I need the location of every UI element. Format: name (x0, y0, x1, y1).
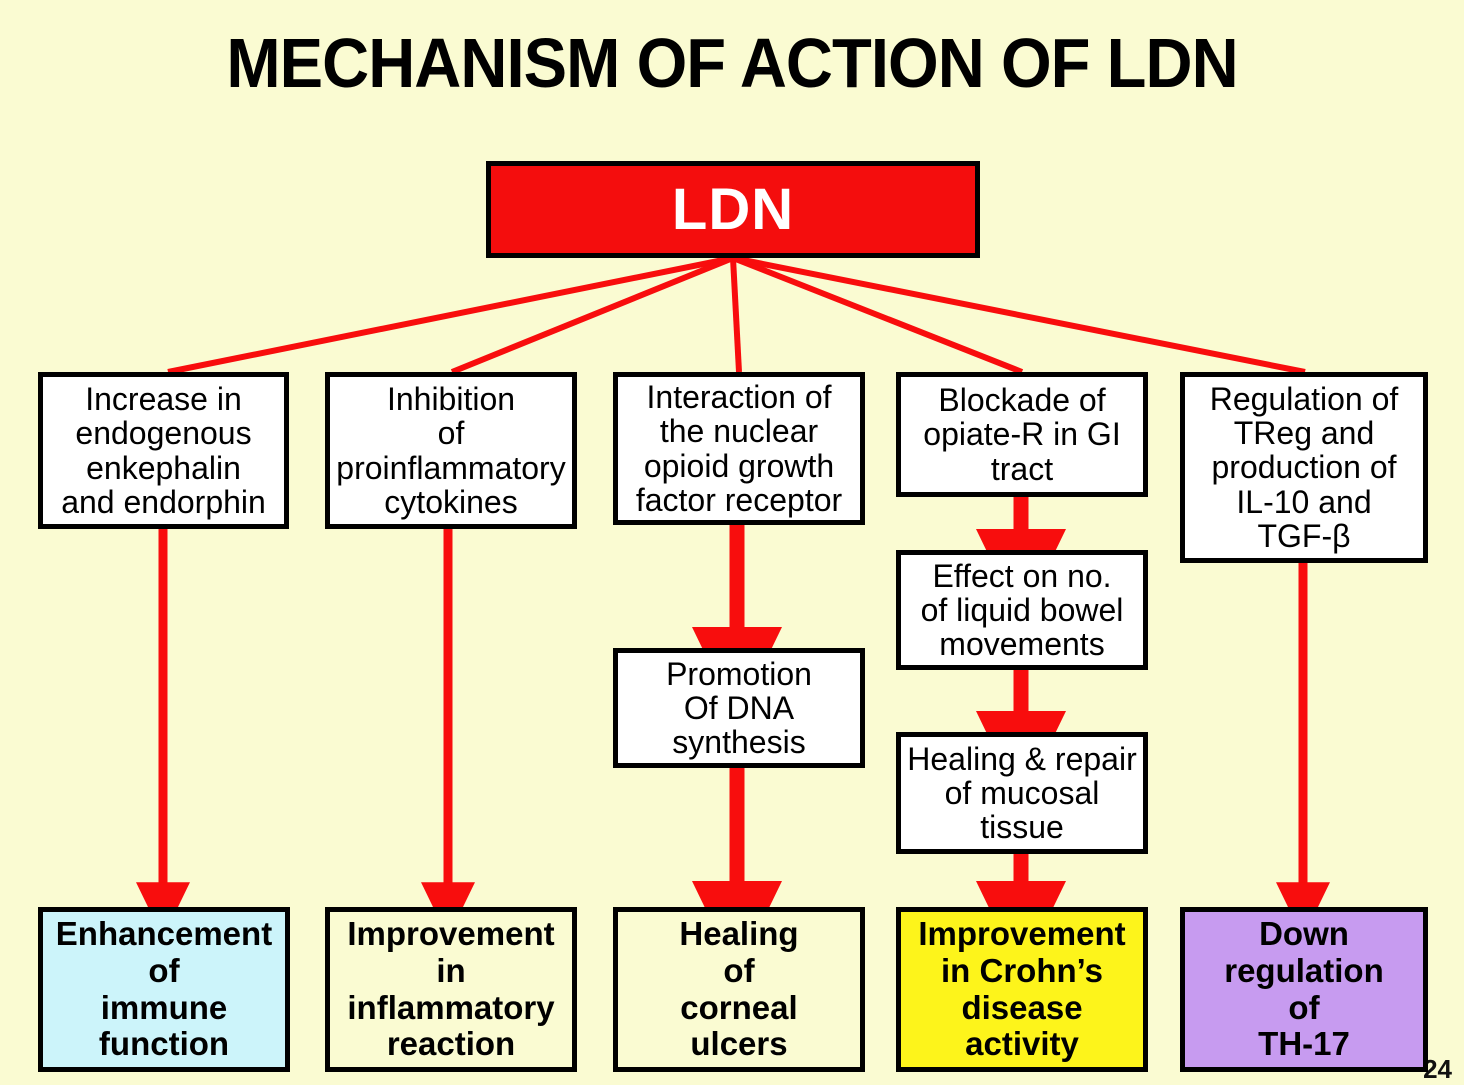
node-treg-regulation-label: Regulation of TReg and production of IL-… (1209, 380, 1399, 554)
node-opiate-r-blockade[interactable]: Blockade of opiate-R in GI tract (896, 372, 1148, 497)
node-corneal-ulcers-label: Healing of corneal ulcers (679, 914, 799, 1063)
node-ldn[interactable]: LDN (486, 161, 980, 258)
node-nuclear-ogf-receptor-label: Interaction of the nuclear opioid growth… (635, 379, 843, 518)
node-endogenous-enkephalin[interactable]: Increase in endogenous enkephalin and en… (38, 372, 289, 529)
node-endogenous-enkephalin-label: Increase in endogenous enkephalin and en… (61, 381, 266, 520)
node-liquid-bowel-movements[interactable]: Effect on no. of liquid bowel movements (896, 550, 1148, 670)
node-mucosal-healing[interactable]: Healing & repair of mucosal tissue (896, 732, 1148, 854)
node-proinflammatory-cytokines[interactable]: Inhibition of proinflammatory cytokines (325, 372, 577, 529)
node-th17-downregulation-label: Down regulation of TH-17 (1224, 914, 1384, 1063)
node-liquid-bowel-movements-label: Effect on no. of liquid bowel movements (920, 557, 1124, 663)
node-proinflammatory-cytokines-label: Inhibition of proinflammatory cytokines (336, 381, 566, 520)
node-inflammatory-reaction-label: Improvement in inflammatory reaction (347, 914, 555, 1063)
page-title: MECHANISM OF ACTION OF LDN (226, 24, 1238, 102)
node-ldn-label: LDN (671, 177, 795, 242)
edge-ldn-to-nuclear-ogf-receptor (730, 257, 742, 373)
node-immune-function[interactable]: Enhancement of immune function (38, 907, 290, 1072)
node-crohns-activity-label: Improvement in Crohn’s disease activity (918, 914, 1126, 1063)
node-crohns-activity[interactable]: Improvement in Crohn’s disease activity (896, 907, 1148, 1072)
node-treg-regulation[interactable]: Regulation of TReg and production of IL-… (1180, 372, 1428, 563)
edge-ldn-to-endogenous-enkephalin (167, 255, 734, 375)
node-dna-synthesis[interactable]: Promotion Of DNA synthesis (613, 648, 865, 768)
edge-ldn-to-proinflammatory-cytokines (450, 255, 735, 375)
node-immune-function-label: Enhancement of immune function (55, 914, 273, 1063)
edge-ldn-to-treg-regulation (732, 255, 1306, 375)
node-inflammatory-reaction[interactable]: Improvement in inflammatory reaction (325, 907, 577, 1072)
node-opiate-r-blockade-label: Blockade of opiate-R in GI tract (923, 382, 1121, 487)
node-mucosal-healing-label: Healing & repair of mucosal tissue (907, 740, 1137, 846)
fanout-edges (167, 255, 1306, 375)
node-dna-synthesis-label: Promotion Of DNA synthesis (666, 655, 812, 761)
node-corneal-ulcers[interactable]: Healing of corneal ulcers (613, 907, 865, 1072)
edge-ldn-to-opiate-r-blockade (731, 255, 1024, 375)
node-nuclear-ogf-receptor[interactable]: Interaction of the nuclear opioid growth… (613, 372, 865, 525)
node-th17-downregulation[interactable]: Down regulation of TH-17 (1180, 907, 1428, 1072)
